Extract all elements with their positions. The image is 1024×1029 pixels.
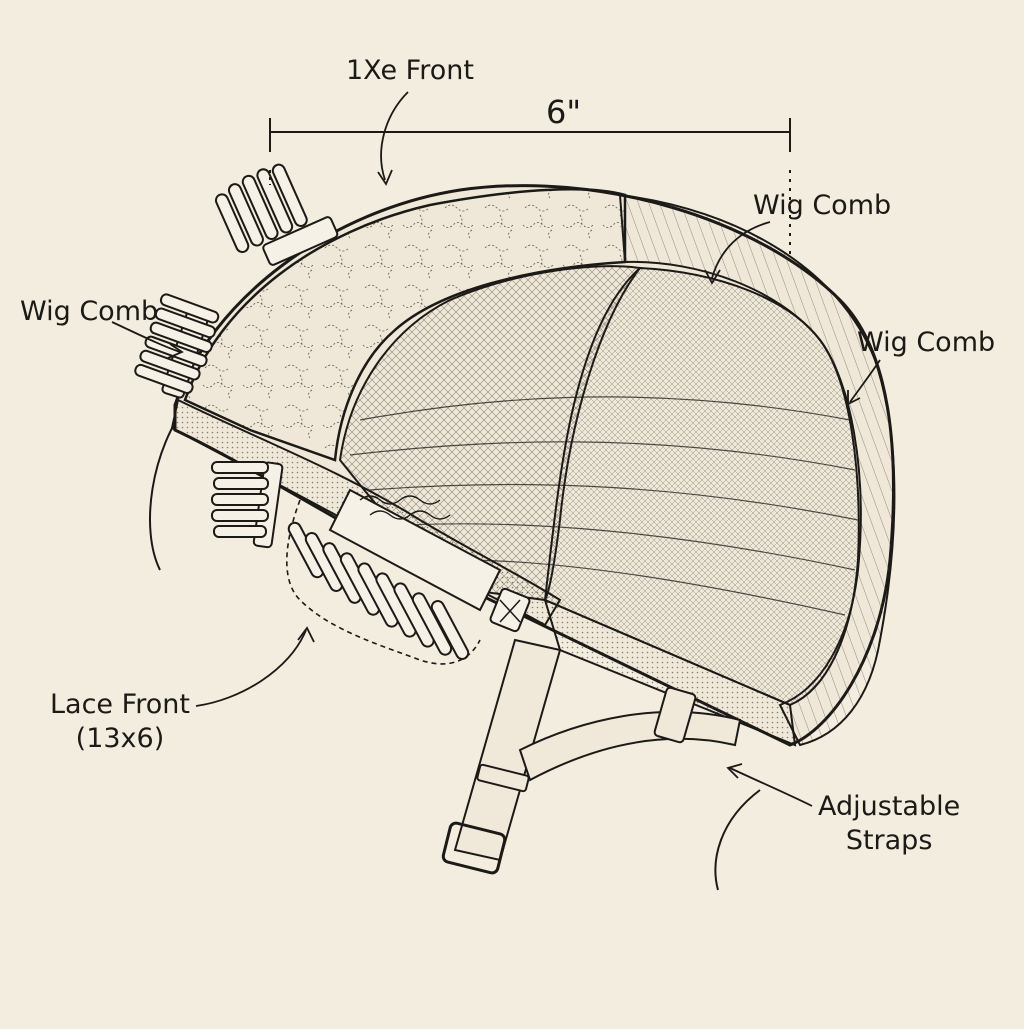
comb-front-large	[287, 488, 502, 660]
annotation-arrows	[111, 91, 881, 807]
comb-top-left	[214, 163, 339, 266]
adjustable-strap-back	[518, 686, 742, 782]
comb-side-small	[211, 461, 284, 549]
label-dimension: 6"	[546, 93, 582, 131]
label-lace-front: Lace Front (13x6)	[50, 688, 190, 756]
label-top-front: 1Xe Front	[346, 55, 474, 86]
label-lace-front-line1: Lace Front	[50, 689, 190, 720]
back-band	[543, 598, 797, 747]
lace-front-ear-tab	[286, 499, 481, 665]
label-wig-comb-top-right: Wig Comb	[753, 190, 892, 221]
label-lace-front-line2: (13x6)	[75, 723, 165, 754]
mesh-section-right	[543, 266, 860, 707]
label-adjustable-straps: Adjustable Straps	[818, 790, 960, 858]
comb-left	[134, 293, 220, 399]
dimension-line	[269, 118, 791, 255]
stitch-lines	[349, 396, 859, 616]
adjustable-strap-front	[441, 638, 562, 875]
neck-outline	[714, 789, 761, 891]
label-wig-comb-left: Wig Comb	[20, 296, 159, 327]
lace-front-panel	[183, 188, 627, 462]
label-wig-comb-right: Wig Comb	[857, 327, 996, 358]
strap-slider	[489, 587, 531, 633]
label-adjustable-line1: Adjustable	[818, 791, 961, 822]
label-adjustable-line2: Straps	[845, 825, 933, 856]
